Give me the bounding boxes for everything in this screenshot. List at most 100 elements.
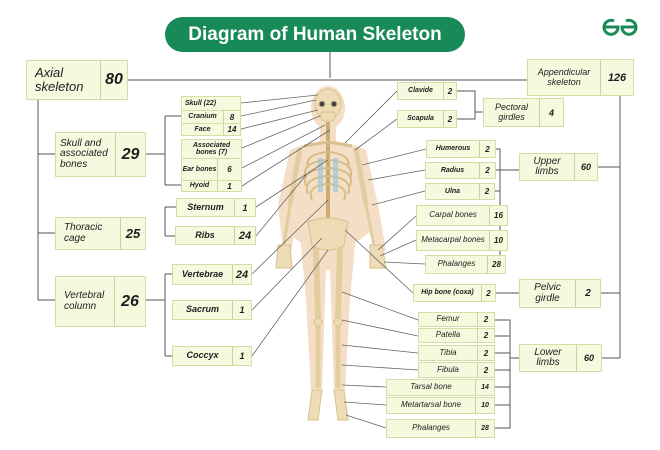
scapula-count: 2 [443, 111, 456, 127]
sacrum-count: 1 [232, 301, 251, 319]
carpal-label: Carpal bones [429, 210, 477, 220]
femur-count: 2 [477, 313, 494, 326]
scapula-label: Scapula [407, 115, 434, 123]
coccyx-box: Coccyx 1 [172, 346, 252, 366]
coccyx-count: 1 [232, 347, 251, 365]
sternum-label: Sternum [187, 201, 224, 212]
hand-phalanges-box: Phalanges 28 [425, 255, 506, 274]
face-label: Face [194, 125, 211, 133]
tibia-label: Tibia [439, 347, 457, 357]
ear-bones-count: 6 [217, 159, 241, 180]
fibula-count: 2 [477, 363, 494, 377]
vertebrae-label: Vertebrae [181, 268, 224, 279]
hyoid-label: Hyoid [189, 182, 210, 190]
sternum-box: Sternum 1 [176, 198, 256, 217]
vertebral-count: 26 [114, 277, 145, 326]
metacarpal-label: Metacarpal bones [421, 235, 485, 245]
appendicular-label: Appendicular skeleton [537, 67, 591, 87]
hyoid-count: 1 [217, 181, 241, 191]
thoracic-cage-box: Thoracic cage 25 [55, 217, 146, 250]
metatarsal-label: Metartarsal bone [400, 400, 462, 410]
axial-label: Axial skeleton [35, 65, 84, 94]
ulna-label: Ulna [444, 187, 461, 195]
radius-label: Radius [440, 166, 465, 174]
axial-count: 80 [100, 61, 127, 99]
metatarsal-count: 10 [475, 398, 494, 413]
fibula-box: Fibula 2 [418, 362, 495, 378]
ribs-bones [304, 151, 352, 201]
skull-header: Skull (22) [185, 99, 217, 107]
tibia-box: Tibia 2 [418, 345, 495, 361]
page-title: Diagram of Human Skeleton [165, 17, 465, 52]
tarsal-label: Tarsal bone [410, 382, 452, 392]
skull-associated-box: Skull and associated bones 29 [55, 132, 146, 177]
patella-count: 2 [477, 329, 494, 342]
hip-bone-box: Hip bone (coxa)2 [413, 284, 496, 302]
humerous-box: Humerous 2 [426, 140, 496, 158]
vertebrae-count: 24 [232, 265, 251, 284]
carpal-box: Carpal bones 16 [416, 205, 508, 226]
pectoral-label: Pectoral girdles [494, 102, 529, 122]
skull-associated-count: 29 [115, 133, 145, 176]
foot-phalanges-label: Phalanges [412, 423, 450, 433]
ulna-count: 2 [479, 184, 494, 199]
pectoral-girdles-box: Pectoral girdles 4 [483, 98, 564, 127]
upper-limbs-label: Upper limbs [533, 155, 561, 177]
hand-phalanges-count: 28 [487, 256, 505, 273]
geeksforgeeks-logo [600, 17, 640, 42]
pelvic-label: Pelvic girdle [534, 282, 561, 304]
patella-label: Patella [435, 330, 461, 340]
appendicular-count: 126 [600, 60, 633, 95]
humerous-count: 2 [479, 141, 495, 157]
foot-phalanges-count: 28 [475, 420, 494, 437]
lower-limbs-label: Lower limbs [534, 346, 562, 368]
metatarsal-box: Metartarsal bone 10 [386, 397, 495, 414]
cartilage [318, 158, 338, 192]
skull-breakdown: Skull (22) Cranium 8 Face 14 [181, 96, 241, 136]
vertebrae-box: Vertebrae 24 [172, 264, 252, 285]
upper-limbs-count: 60 [574, 154, 597, 180]
foot-phalanges-box: Phalanges 28 [386, 419, 495, 438]
ulna-box: Ulna 2 [425, 183, 495, 200]
vertebral-label: Vertebral column [64, 290, 105, 312]
clavide-box: Clavide 2 [397, 82, 457, 100]
tibia-count: 2 [477, 346, 494, 360]
axial-skeleton-box: Axial skeleton 80 [26, 60, 128, 100]
humerous-label: Humerous [435, 145, 471, 153]
fibula-label: Fibula [437, 364, 459, 374]
femur-box: Femur 2 [418, 312, 495, 327]
vertebral-column-box: Vertebral column 26 [55, 276, 146, 327]
tarsal-count: 14 [475, 380, 494, 395]
cranium-count: 8 [223, 111, 240, 123]
coccyx-label: Coccyx [186, 350, 219, 361]
ribs-label: Ribs [195, 229, 215, 240]
hand-phalanges-label: Phalanges [437, 259, 476, 269]
femur-label: Femur [436, 314, 460, 324]
cranium-label: Cranium [188, 113, 217, 121]
carpal-count: 16 [489, 206, 507, 225]
clavide-label: Clavide [408, 87, 433, 95]
upper-limbs-box: Upper limbs 60 [519, 153, 598, 181]
radius-box: Radius 2 [425, 162, 496, 179]
scapula-box: Scapula 2 [397, 110, 457, 128]
hip-bone-count: 2 [481, 285, 495, 301]
metacarpal-box: Metacarpal bones 10 [416, 230, 508, 251]
pectoral-count: 4 [539, 99, 563, 126]
clavide-count: 2 [443, 83, 456, 99]
face-count: 14 [223, 124, 240, 135]
sternum-count: 1 [234, 199, 255, 216]
ear-bones-label: Ear bones [182, 165, 217, 173]
associated-header: Associated bones (7) [192, 141, 231, 156]
appendicular-skeleton-box: Appendicular skeleton 126 [527, 59, 634, 96]
thoracic-count: 25 [120, 218, 145, 249]
skull-associated-label: Skull and associated bones [60, 137, 108, 170]
radius-count: 2 [479, 163, 495, 178]
metacarpal-count: 10 [489, 231, 507, 250]
